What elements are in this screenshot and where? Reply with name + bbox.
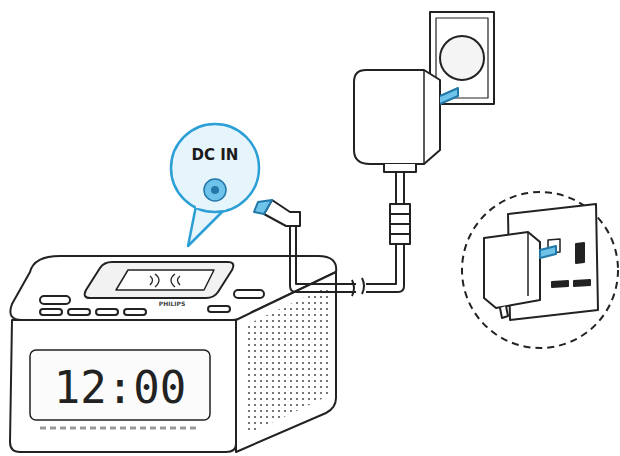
port-label: DC IN — [192, 146, 239, 164]
dc-in-callout — [171, 124, 259, 246]
wall-adapter — [354, 12, 494, 172]
brand-label: PHILIPS — [159, 300, 185, 307]
power-cable — [254, 170, 410, 296]
clock-radio — [10, 256, 336, 452]
uk-plug-inset — [462, 192, 618, 348]
display-time: 12:00 — [54, 362, 186, 413]
